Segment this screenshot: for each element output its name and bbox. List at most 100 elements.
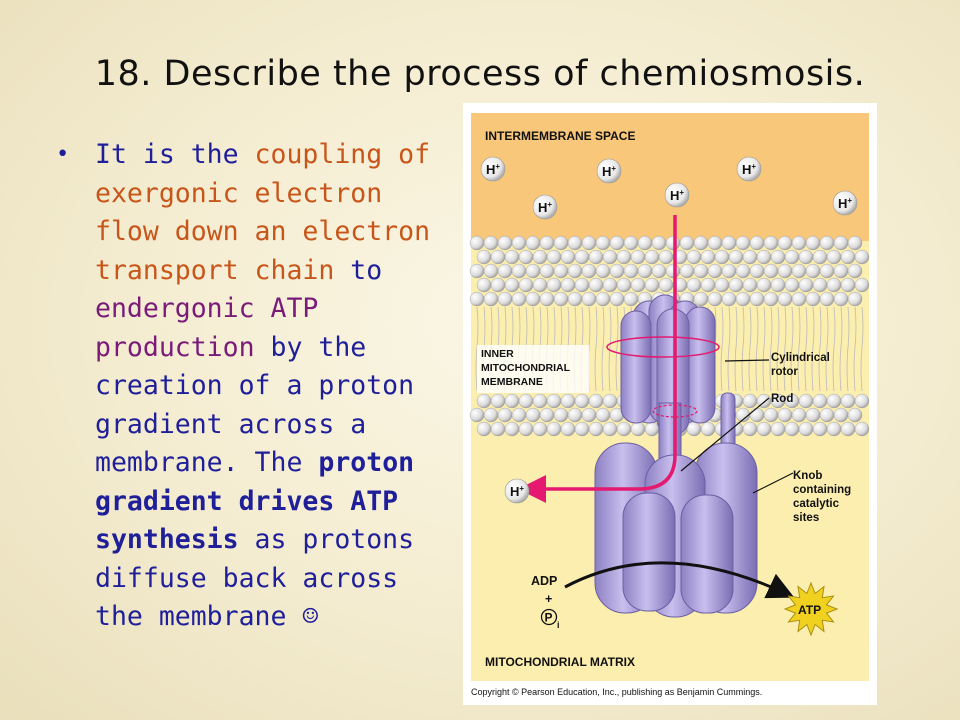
inner-membrane-label-2: MITOCHONDRIAL: [481, 362, 571, 374]
phospholipid-head: [526, 408, 540, 422]
phospholipid-head: [575, 278, 589, 292]
phospholipid-head: [582, 236, 596, 250]
phospholipid-head: [834, 408, 848, 422]
phospholipid-head: [722, 264, 736, 278]
phospholipid-head: [624, 264, 638, 278]
phospholipid-head: [589, 278, 603, 292]
phospholipid-head: [806, 236, 820, 250]
phospholipid-head: [736, 292, 750, 306]
phospholipid-head: [470, 236, 484, 250]
phospholipid-head: [729, 250, 743, 264]
phospholipid-head: [743, 278, 757, 292]
phospholipid-head: [848, 408, 862, 422]
phospholipid-head: [484, 264, 498, 278]
phospholipid-head: [512, 264, 526, 278]
phospholipid-head: [799, 250, 813, 264]
phospholipid-head: [554, 264, 568, 278]
phospholipid-head: [680, 264, 694, 278]
phospholipid-head: [547, 278, 561, 292]
phospholipid-head: [785, 250, 799, 264]
phospholipid-head: [666, 264, 680, 278]
phospholipid-head: [519, 278, 533, 292]
phospholipid-head: [610, 236, 624, 250]
bullet-point: • It is the coupling of exergonic electr…: [58, 136, 438, 637]
phospholipid-head: [799, 394, 813, 408]
knob-label-1: Knob: [793, 470, 822, 482]
phospholipid-head: [785, 422, 799, 436]
phospholipid-head: [855, 394, 869, 408]
phospholipid-head: [827, 250, 841, 264]
phospholipid-head: [645, 278, 659, 292]
phospholipid-head: [512, 236, 526, 250]
phospholipid-head: [498, 236, 512, 250]
phospholipid-head: [687, 278, 701, 292]
phospholipid-head: [484, 292, 498, 306]
phospholipid-head: [778, 264, 792, 278]
phospholipid-head: [806, 408, 820, 422]
phospholipid-head: [750, 292, 764, 306]
phospholipid-head: [624, 236, 638, 250]
phospholipid-head: [540, 292, 554, 306]
phospholipid-head: [526, 264, 540, 278]
phospholipid-head: [596, 292, 610, 306]
phospholipid-head: [568, 408, 582, 422]
phospholipid-head: [701, 422, 715, 436]
phospholipid-head: [533, 422, 547, 436]
phospholipid-head: [729, 278, 743, 292]
phospholipid-head: [652, 236, 666, 250]
phospholipid-head: [547, 394, 561, 408]
knob-label-4: sites: [793, 512, 819, 524]
phospholipid-head: [820, 236, 834, 250]
phospholipid-head: [470, 408, 484, 422]
phospholipid-head: [596, 236, 610, 250]
phospholipid-head: [834, 264, 848, 278]
phospholipid-head: [575, 422, 589, 436]
phospholipid-head: [526, 292, 540, 306]
catalytic-knob: [595, 443, 757, 617]
phospholipid-head: [477, 422, 491, 436]
phospholipid-head: [582, 264, 596, 278]
phospholipid-head: [477, 278, 491, 292]
phospholipid-head: [666, 236, 680, 250]
phospholipid-head: [638, 264, 652, 278]
plus-label: +: [545, 592, 552, 606]
phospholipid-head: [750, 264, 764, 278]
phospholipid-head: [813, 422, 827, 436]
phospholipid-head: [512, 292, 526, 306]
phospholipid-head: [533, 278, 547, 292]
phospholipid-head: [512, 408, 526, 422]
phospholipid-head: [589, 250, 603, 264]
phospholipid-head: [617, 250, 631, 264]
phospholipid-head: [645, 422, 659, 436]
phospholipid-head: [736, 264, 750, 278]
phospholipid-head: [694, 292, 708, 306]
phospholipid-head: [519, 394, 533, 408]
phospholipid-head: [589, 394, 603, 408]
phospholipid-head: [701, 250, 715, 264]
phospholipid-head: [701, 278, 715, 292]
atp-label: ATP: [798, 603, 821, 617]
phospholipid-head: [505, 278, 519, 292]
proton-charge: +: [547, 200, 552, 209]
phospholipid-head: [715, 278, 729, 292]
phospholipid-head: [505, 250, 519, 264]
phospholipid-head: [645, 250, 659, 264]
copyright-text: Copyright © Pearson Education, Inc., pub…: [471, 687, 762, 697]
phospholipid-head: [519, 422, 533, 436]
proton-charge: +: [519, 484, 524, 493]
phospholipid-head: [540, 264, 554, 278]
phospholipid-head: [568, 264, 582, 278]
phospholipid-head: [827, 422, 841, 436]
phospholipid-head: [820, 408, 834, 422]
phospholipid-head: [554, 236, 568, 250]
phospholipid-head: [498, 408, 512, 422]
rod-label: Rod: [771, 393, 793, 405]
proton: H+: [833, 191, 857, 215]
phospholipid-head: [813, 278, 827, 292]
phospholipid-head: [715, 250, 729, 264]
phospholipid-head: [477, 394, 491, 408]
phospholipid-head: [603, 422, 617, 436]
phospholipid-head: [848, 292, 862, 306]
phospholipid-head: [834, 292, 848, 306]
phospholipid-head: [764, 408, 778, 422]
